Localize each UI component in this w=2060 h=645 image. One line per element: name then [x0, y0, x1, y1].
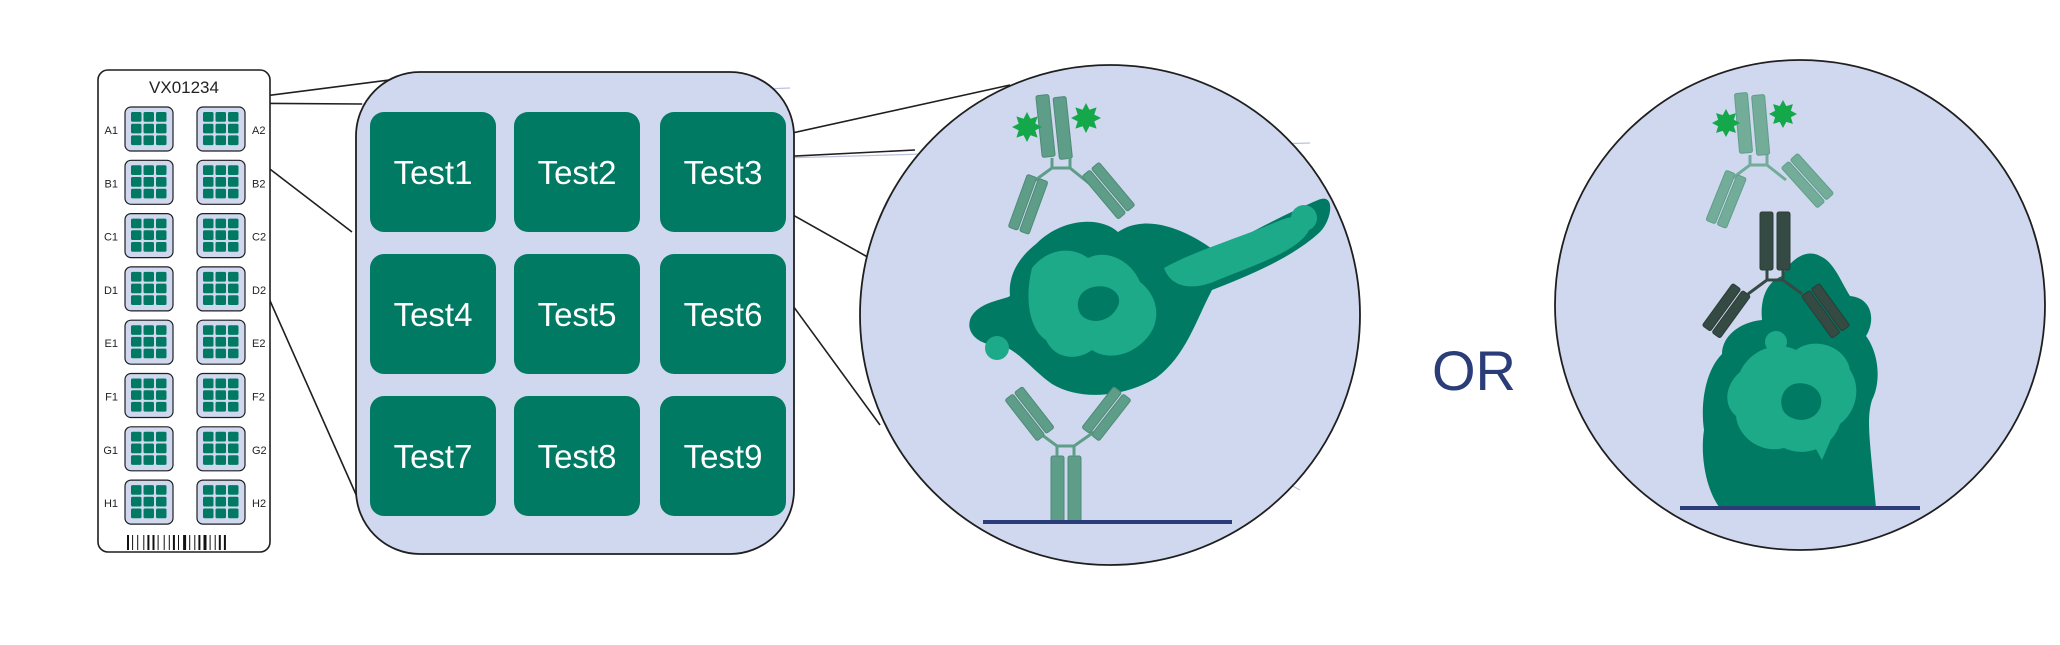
well-label: C1: [104, 232, 118, 244]
well-label: G2: [252, 445, 267, 457]
slide-well: [124, 319, 174, 365]
well-label: D1: [104, 285, 118, 297]
test-label: Test6: [684, 296, 763, 333]
slide-well: [124, 372, 174, 419]
detection-antibody: [1008, 94, 1135, 235]
test-tile: Test1: [370, 112, 496, 232]
test-label: Test9: [684, 438, 763, 475]
slide-id: VX01234: [149, 78, 219, 97]
slide-well: [196, 106, 246, 152]
fluorophore-label: [1712, 100, 1797, 137]
test-label: Test7: [394, 438, 473, 475]
well-label: A2: [252, 125, 265, 137]
slide-well: [124, 426, 174, 472]
well-label: B1: [105, 178, 118, 190]
test-tile: Test2: [514, 112, 640, 232]
capture-antibody: [1005, 386, 1131, 524]
slide-well: [196, 213, 246, 259]
test-tile: Test6: [660, 254, 786, 374]
test-tile: Test3: [660, 112, 786, 232]
antigen-blob: [969, 198, 1331, 395]
well-label: E1: [105, 338, 118, 350]
well-label: A1: [105, 125, 118, 137]
well-label: H1: [104, 498, 118, 510]
or-label: OR: [1432, 339, 1516, 402]
well-label: B2: [252, 178, 265, 190]
test-label: Test1: [394, 154, 473, 191]
slide-well: [196, 159, 246, 205]
test-label: Test8: [538, 438, 617, 475]
slide-well: [196, 426, 246, 472]
sandwich-assay-zoom: [859, 64, 1361, 566]
fluorophore-label: [1012, 103, 1101, 142]
well-label: D2: [252, 285, 266, 297]
alternate-zoom-border: [1554, 59, 2046, 551]
test-label: Test5: [538, 296, 617, 333]
sandwich-zoom-border: [859, 64, 1361, 566]
test-tile: Test4: [370, 254, 496, 374]
well-label: H2: [252, 498, 266, 510]
slide-well: [124, 159, 174, 205]
slide-well: [124, 213, 174, 259]
test-tile: Test7: [370, 396, 496, 516]
slide-well: [196, 319, 246, 365]
test-tile: Test5: [514, 254, 640, 374]
slide-well: [124, 266, 174, 312]
well-label: G1: [103, 445, 118, 457]
well-label: F2: [252, 392, 265, 404]
secondary-antibody: [1705, 92, 1834, 229]
slide-well: [124, 106, 174, 152]
well-label: C2: [252, 232, 266, 244]
well-label: F1: [105, 392, 118, 404]
test-label: Test4: [394, 296, 473, 333]
test-label: Test2: [538, 154, 617, 191]
barcode: [127, 535, 226, 550]
slide-well: [196, 266, 246, 312]
test-tile: Test8: [514, 396, 640, 516]
test-label: Test3: [684, 154, 763, 191]
primary-antibody: [1702, 211, 1850, 339]
test-tile: Test9: [660, 396, 786, 516]
slide-well: [196, 372, 246, 419]
slide-well: [196, 479, 246, 525]
slide-well: [124, 479, 174, 525]
alternate-assay-zoom: [1554, 59, 2046, 551]
well-label: E2: [252, 338, 265, 350]
